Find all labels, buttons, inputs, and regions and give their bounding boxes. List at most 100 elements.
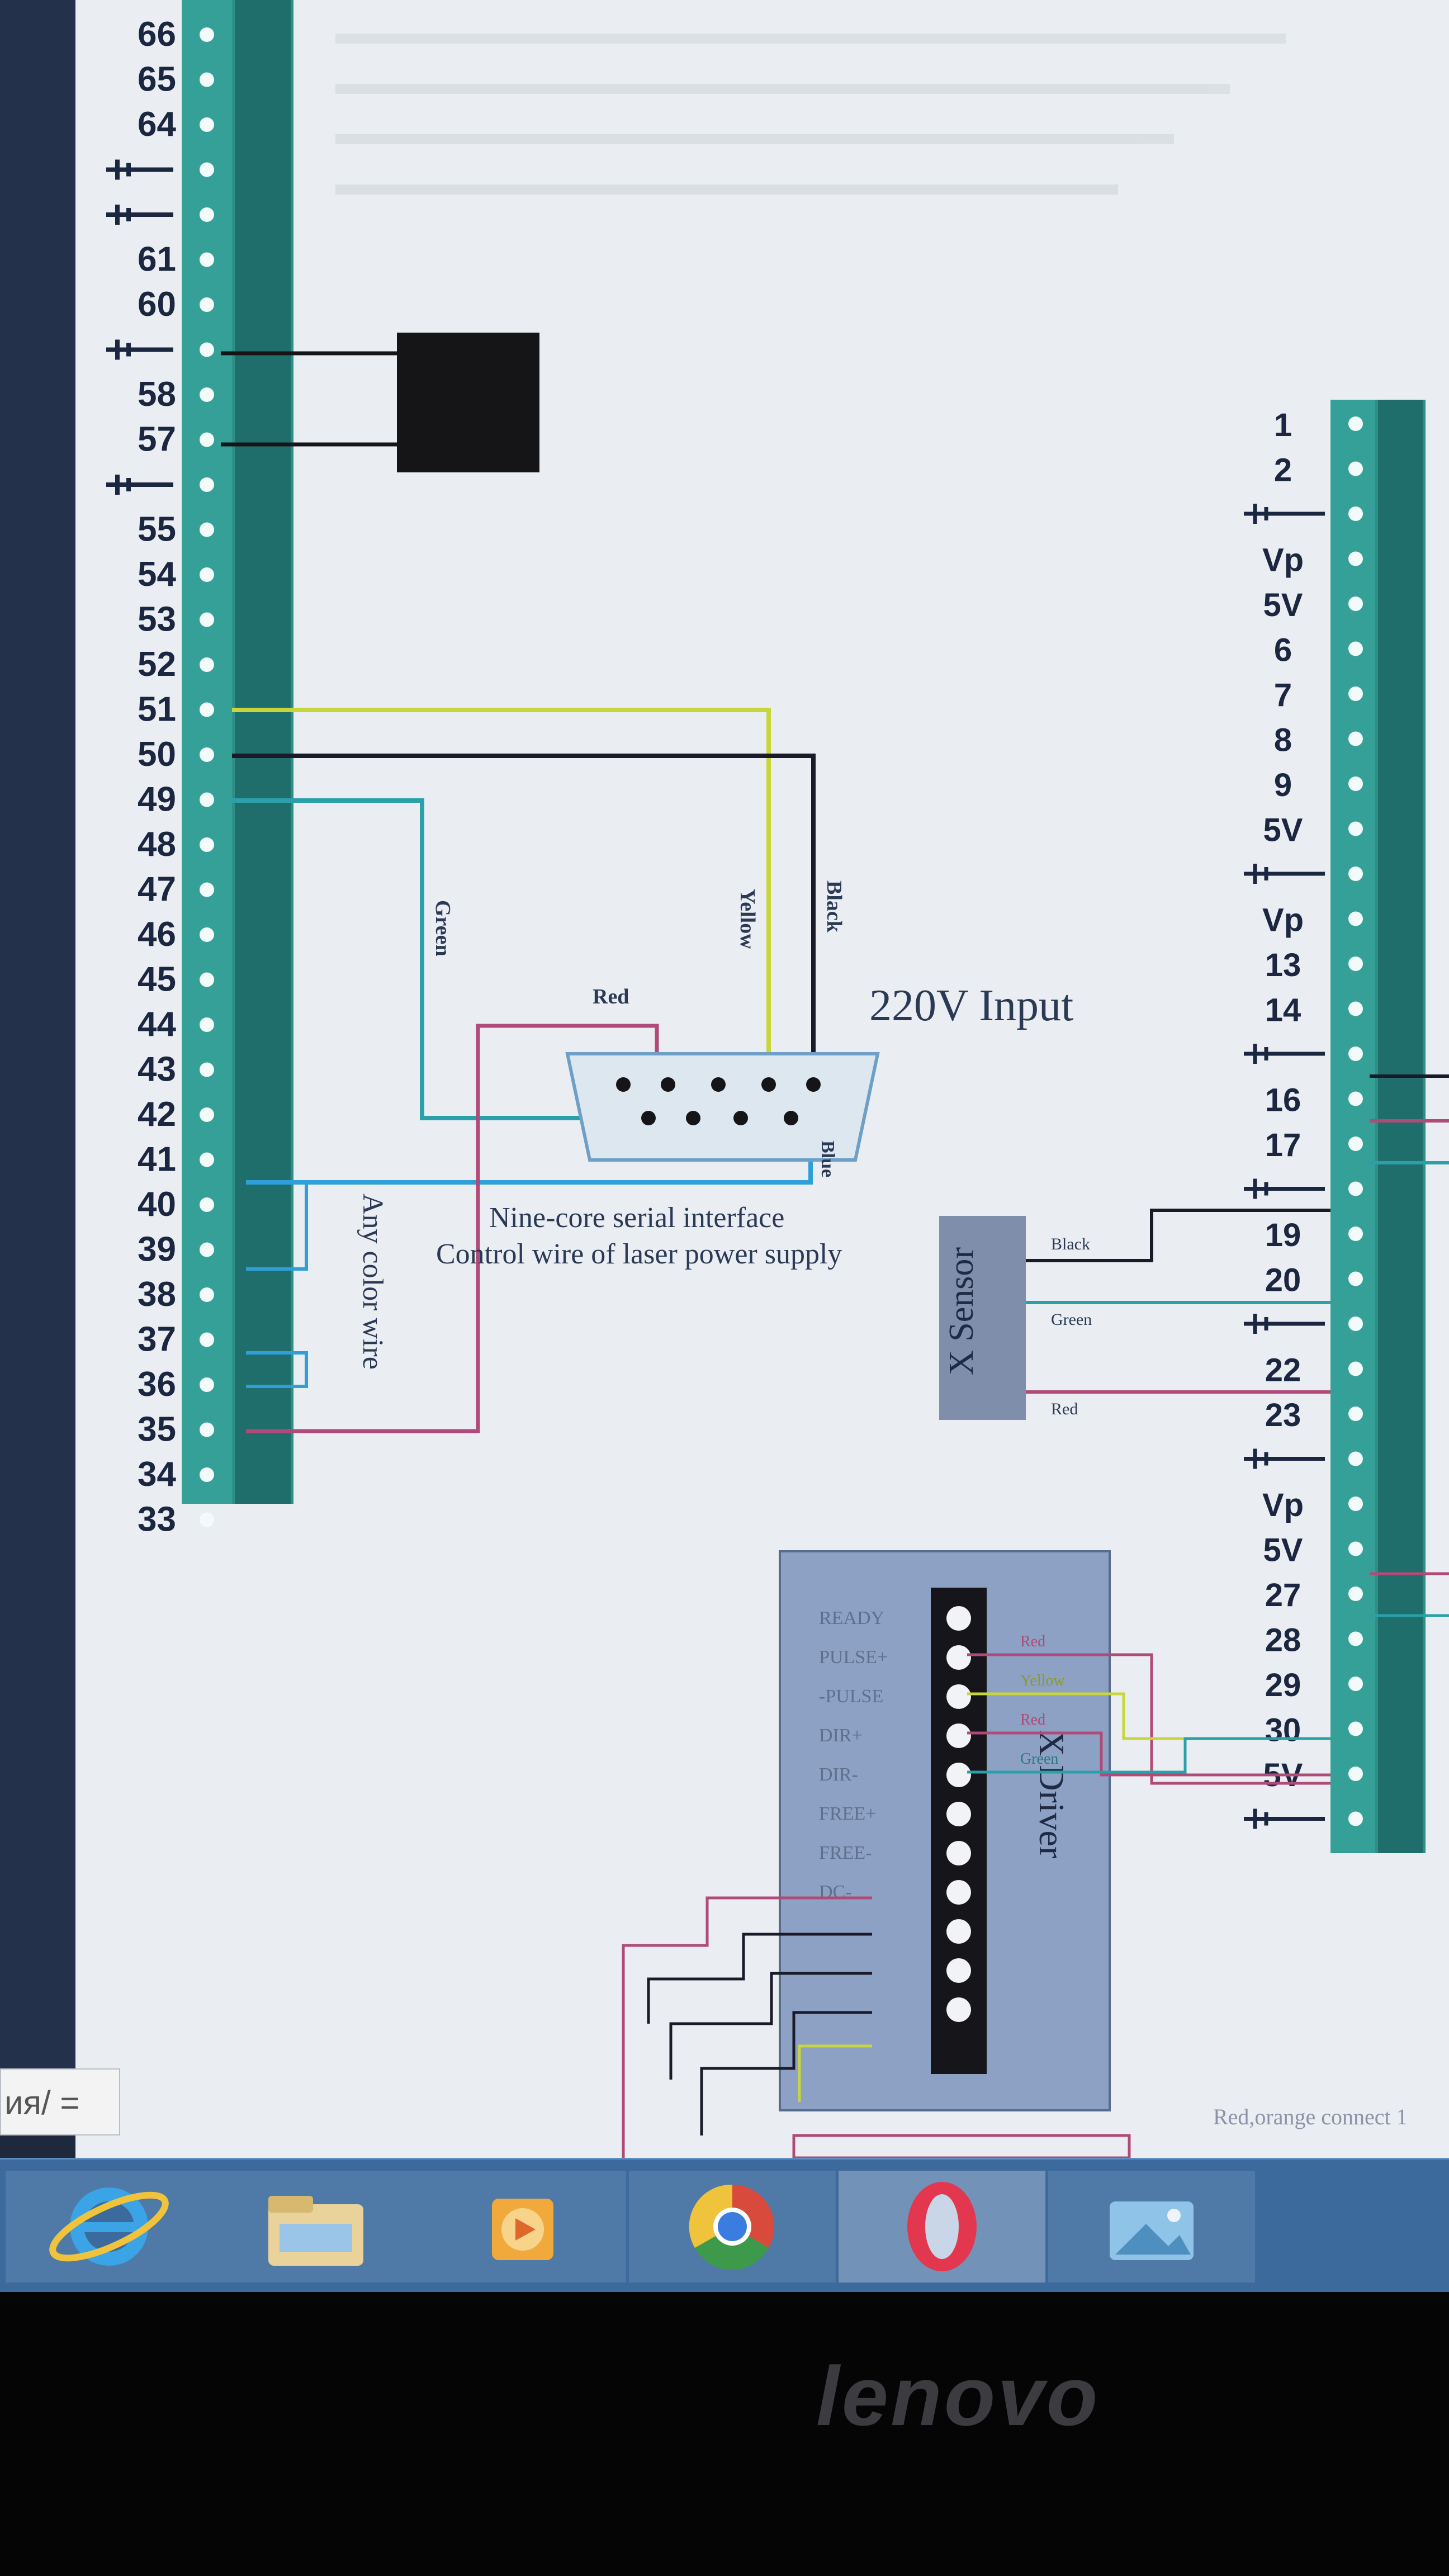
left-terminal-dot xyxy=(200,882,214,897)
left-terminal-dot xyxy=(200,432,214,447)
right-terminal-label: 8 xyxy=(1274,722,1292,759)
right-terminal-labels: 12Vp5V67895VVp1314161719202223Vp5V272829… xyxy=(1244,407,1325,1829)
right-terminal-dot xyxy=(1348,551,1363,566)
right-terminal-label: 14 xyxy=(1265,992,1301,1029)
left-terminal-number: 50 xyxy=(138,735,176,774)
left-terminal-number: 42 xyxy=(138,1095,176,1134)
driver-wire-1: Red xyxy=(1020,1633,1045,1650)
left-terminal-number: 48 xyxy=(138,825,176,864)
left-terminal-number: 55 xyxy=(138,510,176,549)
left-terminal-dot xyxy=(200,342,214,357)
left-terminal-dot xyxy=(200,1332,214,1347)
serial-caption: Nine-core serial interface xyxy=(489,1202,784,1234)
left-terminal-dot xyxy=(200,477,214,492)
right-terminal-dot xyxy=(1348,1181,1363,1196)
left-terminal-dot xyxy=(200,1287,214,1302)
taskbar-item-opera[interactable] xyxy=(839,2171,1045,2283)
ground-symbol-icon xyxy=(106,205,173,225)
taskbar-item-media[interactable] xyxy=(419,2171,626,2283)
right-terminal-label: 5V xyxy=(1263,587,1303,623)
right-terminal-dot xyxy=(1348,1677,1363,1691)
right-terminal-dot xyxy=(1348,1631,1363,1646)
right-terminal-strip xyxy=(1330,400,1426,1853)
left-terminal-number: 61 xyxy=(138,240,176,279)
ground-symbol-icon xyxy=(106,475,173,495)
taskbar-item-photos[interactable] xyxy=(1048,2171,1255,2283)
right-terminal-dot xyxy=(1348,461,1363,476)
left-terminal-dot xyxy=(200,1377,214,1392)
taskbar-item-ie[interactable] xyxy=(6,2171,212,2283)
sensor-wire-black: Black xyxy=(1051,1235,1090,1253)
taskbar-item-explorer[interactable] xyxy=(212,2171,419,2283)
driver-pin-label: DIR+ xyxy=(819,1725,863,1746)
left-terminal-number: 64 xyxy=(138,105,176,144)
left-terminal-dot xyxy=(200,927,214,942)
left-terminal-number: 65 xyxy=(138,60,176,99)
wire-label-yellow: Yellow xyxy=(736,889,759,949)
left-terminal-dot xyxy=(200,1107,214,1122)
right-terminal-dot xyxy=(1348,1091,1363,1106)
red-wire xyxy=(246,1024,659,1433)
sensor-wire-red: Red xyxy=(1051,1400,1078,1418)
left-terminal-dot xyxy=(200,522,214,537)
driver-pin-label: READY xyxy=(819,1608,884,1628)
address-bar[interactable]: ия/ = xyxy=(0,2068,120,2135)
right-terminal-dot xyxy=(1348,1497,1363,1511)
right-terminal-label: 27 xyxy=(1265,1577,1301,1613)
chrome-icon xyxy=(689,2184,774,2270)
left-terminal-dot xyxy=(200,1512,214,1527)
driver-pin xyxy=(946,1723,971,1748)
left-terminal-dot xyxy=(200,297,214,312)
left-terminal-number: 53 xyxy=(138,600,176,639)
right-terminal-dot xyxy=(1348,1227,1363,1241)
green-wire xyxy=(232,798,693,1120)
left-terminal-number: 41 xyxy=(138,1140,176,1179)
right-terminal-dot xyxy=(1348,911,1363,926)
left-terminal-number: 38 xyxy=(138,1275,176,1314)
right-terminal-dot xyxy=(1348,416,1363,431)
right-terminal-label: 20 xyxy=(1265,1262,1301,1299)
right-terminal-label: 17 xyxy=(1265,1127,1301,1163)
left-terminal-dot xyxy=(200,792,214,807)
right-terminal-label: 5V xyxy=(1263,812,1303,849)
left-terminal-dot xyxy=(200,1467,214,1482)
right-terminal-label: Vp xyxy=(1262,1487,1304,1523)
sensor-wire-green: Green xyxy=(1051,1310,1092,1329)
right-terminal-dot xyxy=(1348,596,1363,611)
left-terminal-number: 46 xyxy=(138,915,176,954)
left-terminal-number: 40 xyxy=(138,1185,176,1224)
right-terminal-label: 28 xyxy=(1265,1622,1301,1659)
driver-pin-label: FREE+ xyxy=(819,1803,876,1824)
right-terminal-dot xyxy=(1348,821,1363,836)
left-terminal-number: 49 xyxy=(138,780,176,819)
wire-label-blue: Blue xyxy=(817,1140,838,1177)
ground-symbol-icon xyxy=(1244,1314,1325,1334)
left-terminal-number: 43 xyxy=(138,1050,176,1089)
left-terminal-number: 54 xyxy=(138,555,176,594)
left-terminal-dot xyxy=(200,1062,214,1077)
right-terminal-dot xyxy=(1348,686,1363,701)
right-terminal-label: 1 xyxy=(1274,407,1292,443)
left-terminal-dot xyxy=(200,117,214,132)
left-terminal-number: 36 xyxy=(138,1365,176,1404)
file-explorer-icon xyxy=(268,2196,363,2266)
right-terminal-label: Vp xyxy=(1262,902,1304,939)
right-terminal-label: 16 xyxy=(1265,1082,1301,1119)
yellow-wire xyxy=(232,708,771,1054)
serial-port xyxy=(565,1052,880,1162)
laptop-bezel xyxy=(0,2292,1449,2576)
ground-symbol-icon xyxy=(1244,504,1325,524)
left-terminal-number: 33 xyxy=(138,1500,176,1539)
ground-symbol-icon xyxy=(1244,864,1325,884)
right-terminal-dot xyxy=(1348,1271,1363,1286)
left-terminal-number: 52 xyxy=(138,645,176,684)
taskbar-item-chrome[interactable] xyxy=(629,2171,836,2283)
any-color-wire-label: Any color wire xyxy=(357,1194,389,1370)
driver-pin xyxy=(946,1684,971,1709)
right-terminal-label: 19 xyxy=(1265,1217,1301,1253)
left-terminal-number: 44 xyxy=(138,1005,176,1044)
driver-pin-label: PULSE+ xyxy=(819,1647,888,1668)
input-label: 220V Input xyxy=(869,981,1073,1030)
left-terminal-dot xyxy=(200,747,214,762)
left-terminal-dot xyxy=(200,702,214,717)
